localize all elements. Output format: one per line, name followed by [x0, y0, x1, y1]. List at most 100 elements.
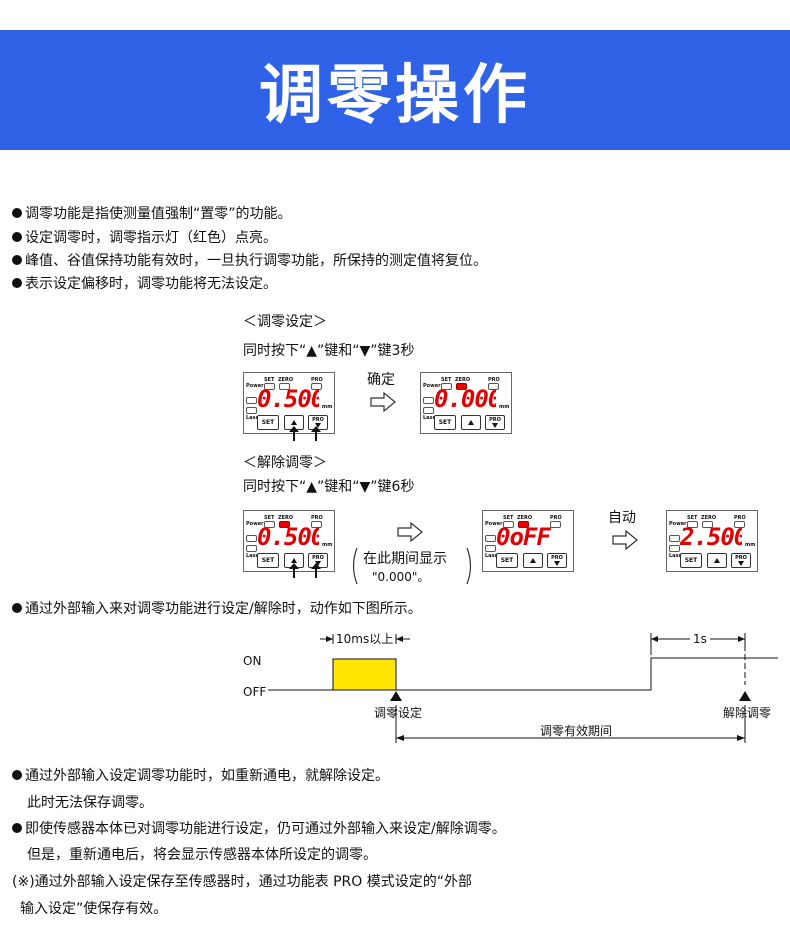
power-label: Power [246, 383, 264, 389]
bullet-2: 设定调零时，调零指示灯（红色）点亮。 [12, 229, 277, 247]
pro-indicator-label: PRO [311, 377, 323, 383]
unit-label: mm [322, 542, 333, 548]
up-button[interactable] [707, 553, 727, 568]
power-indicator-icon [246, 397, 257, 404]
up-triangle-icon [468, 420, 474, 425]
up-button[interactable] [523, 553, 543, 568]
delay-label: 1s [693, 632, 707, 646]
laser-label: Laser [669, 553, 685, 559]
press-arrows-icon [289, 563, 321, 578]
zero-indicator-lit-icon [279, 521, 290, 528]
bullet-text: 调零功能是指使测量值强制“置零”的功能。 [25, 206, 292, 222]
down-triangle-icon [738, 561, 744, 566]
unit-label: mm [499, 404, 510, 410]
note-1: 通过外部输入设定调零功能时，如重新通电，就解除设定。 [12, 767, 389, 785]
set-event-marker [390, 691, 402, 701]
laser-label: Laser [485, 553, 501, 559]
timing-diagram [268, 633, 778, 743]
set-button[interactable]: SET [257, 415, 279, 430]
set-indicator-icon [503, 521, 514, 528]
segment-display: 0.000 [434, 386, 496, 412]
set-indicator-label: SET [264, 377, 275, 383]
power-label: Power [669, 521, 687, 527]
on-label: ON [243, 654, 262, 668]
set-button[interactable]: SET [680, 553, 702, 568]
zero-set-event-label: 调零设定 [374, 706, 423, 720]
zero-release-event-label: 解除调零 [723, 706, 772, 720]
transition-arrow-icon [397, 522, 423, 542]
note-5: (※)通过外部输入设定保存至传感器时，通过功能表 PRO 模式设定的“外部 [12, 874, 472, 890]
pro-indicator-label: PRO [734, 515, 746, 521]
bullet-text: 表示设定偏移时，调零功能将无法设定。 [25, 276, 277, 292]
bullet-dot-icon [12, 208, 22, 218]
bullet-dot-icon [12, 823, 22, 833]
zero-indicator-lit-icon [456, 383, 467, 390]
laser-label: Laser [423, 415, 439, 421]
laser-indicator-icon [246, 407, 257, 414]
zero-set-instruction: 同时按下“▲”键和“▼”键3秒 [243, 343, 415, 359]
pro-button-label: PRO [735, 555, 747, 561]
pro-down-button[interactable]: PRO [731, 553, 751, 568]
display-panel-after-set: SET ZERO PRO Power Laser 0.000 mm SET PR… [420, 372, 512, 434]
segment-display: 0.500 [257, 386, 319, 412]
zero-indicator-label: ZERO [701, 515, 717, 521]
set-indicator-icon [264, 383, 275, 390]
down-triangle-icon [315, 561, 321, 566]
zero-indicator-label: ZERO [278, 377, 294, 383]
pro-down-button[interactable]: PRO [547, 553, 567, 568]
pro-indicator-icon [488, 383, 499, 390]
bullet-dot-icon [12, 232, 22, 242]
pro-button-label: PRO [489, 417, 501, 423]
auto-label: 自动 [608, 510, 636, 526]
set-indicator-label: SET [503, 515, 514, 521]
down-triangle-icon [315, 423, 321, 428]
bullet-dot-icon [12, 770, 22, 780]
set-button[interactable]: SET [434, 415, 456, 430]
laser-indicator-icon [423, 407, 434, 414]
pro-down-button[interactable]: PRO [485, 415, 505, 430]
up-triangle-icon [291, 420, 297, 425]
title-banner: 调零操作 [0, 30, 790, 150]
power-label: Power [246, 521, 264, 527]
set-indicator-icon [687, 521, 698, 528]
pro-button-label: PRO [312, 417, 324, 423]
set-indicator-label: SET [441, 377, 452, 383]
power-indicator-icon [246, 535, 257, 542]
bullet-dot-icon [12, 255, 22, 265]
display-panel-before-set: SET ZERO PRO Power Laser 0.500 mm SET PR… [243, 372, 335, 434]
down-triangle-icon [492, 423, 498, 428]
display-panel-before-release: SET ZERO PRO Power Laser 0.500 mm SET PR… [243, 510, 335, 572]
release-event-marker [739, 691, 751, 701]
segment-display: 0.500 [257, 524, 319, 550]
unit-label: mm [322, 404, 333, 410]
press-arrows-icon [289, 426, 321, 441]
pro-button-label: PRO [551, 555, 563, 561]
laser-indicator-icon [669, 545, 680, 552]
up-triangle-icon [530, 558, 536, 563]
set-button[interactable]: SET [257, 553, 279, 568]
laser-indicator-icon [246, 545, 257, 552]
set-button[interactable]: SET [496, 553, 518, 568]
power-indicator-icon [669, 535, 680, 542]
pro-button-label: PRO [312, 555, 324, 561]
unit-label: mm [745, 542, 756, 548]
zero-release-instruction: 同时按下“▲”键和“▼”键6秒 [243, 479, 415, 495]
pro-indicator-icon [550, 521, 561, 528]
up-button[interactable] [461, 415, 481, 430]
up-triangle-icon [714, 558, 720, 563]
power-label: Power [485, 521, 503, 527]
page-title: 调零操作 [259, 59, 531, 133]
power-indicator-icon [423, 397, 434, 404]
power-label: Power [423, 383, 441, 389]
off-label: OFF [243, 685, 267, 699]
note-bracket-icon [352, 547, 472, 585]
set-indicator-icon [441, 383, 452, 390]
zero-indicator-lit-icon [518, 521, 529, 528]
pro-indicator-icon [734, 521, 745, 528]
pulse-width-label: 10ms以上 [336, 632, 394, 646]
set-indicator-label: SET [687, 515, 698, 521]
power-indicator-icon [485, 535, 496, 542]
pro-indicator-label: PRO [311, 515, 323, 521]
confirm-label: 确定 [367, 372, 395, 388]
note-2: 此时无法保存调零。 [27, 795, 153, 811]
